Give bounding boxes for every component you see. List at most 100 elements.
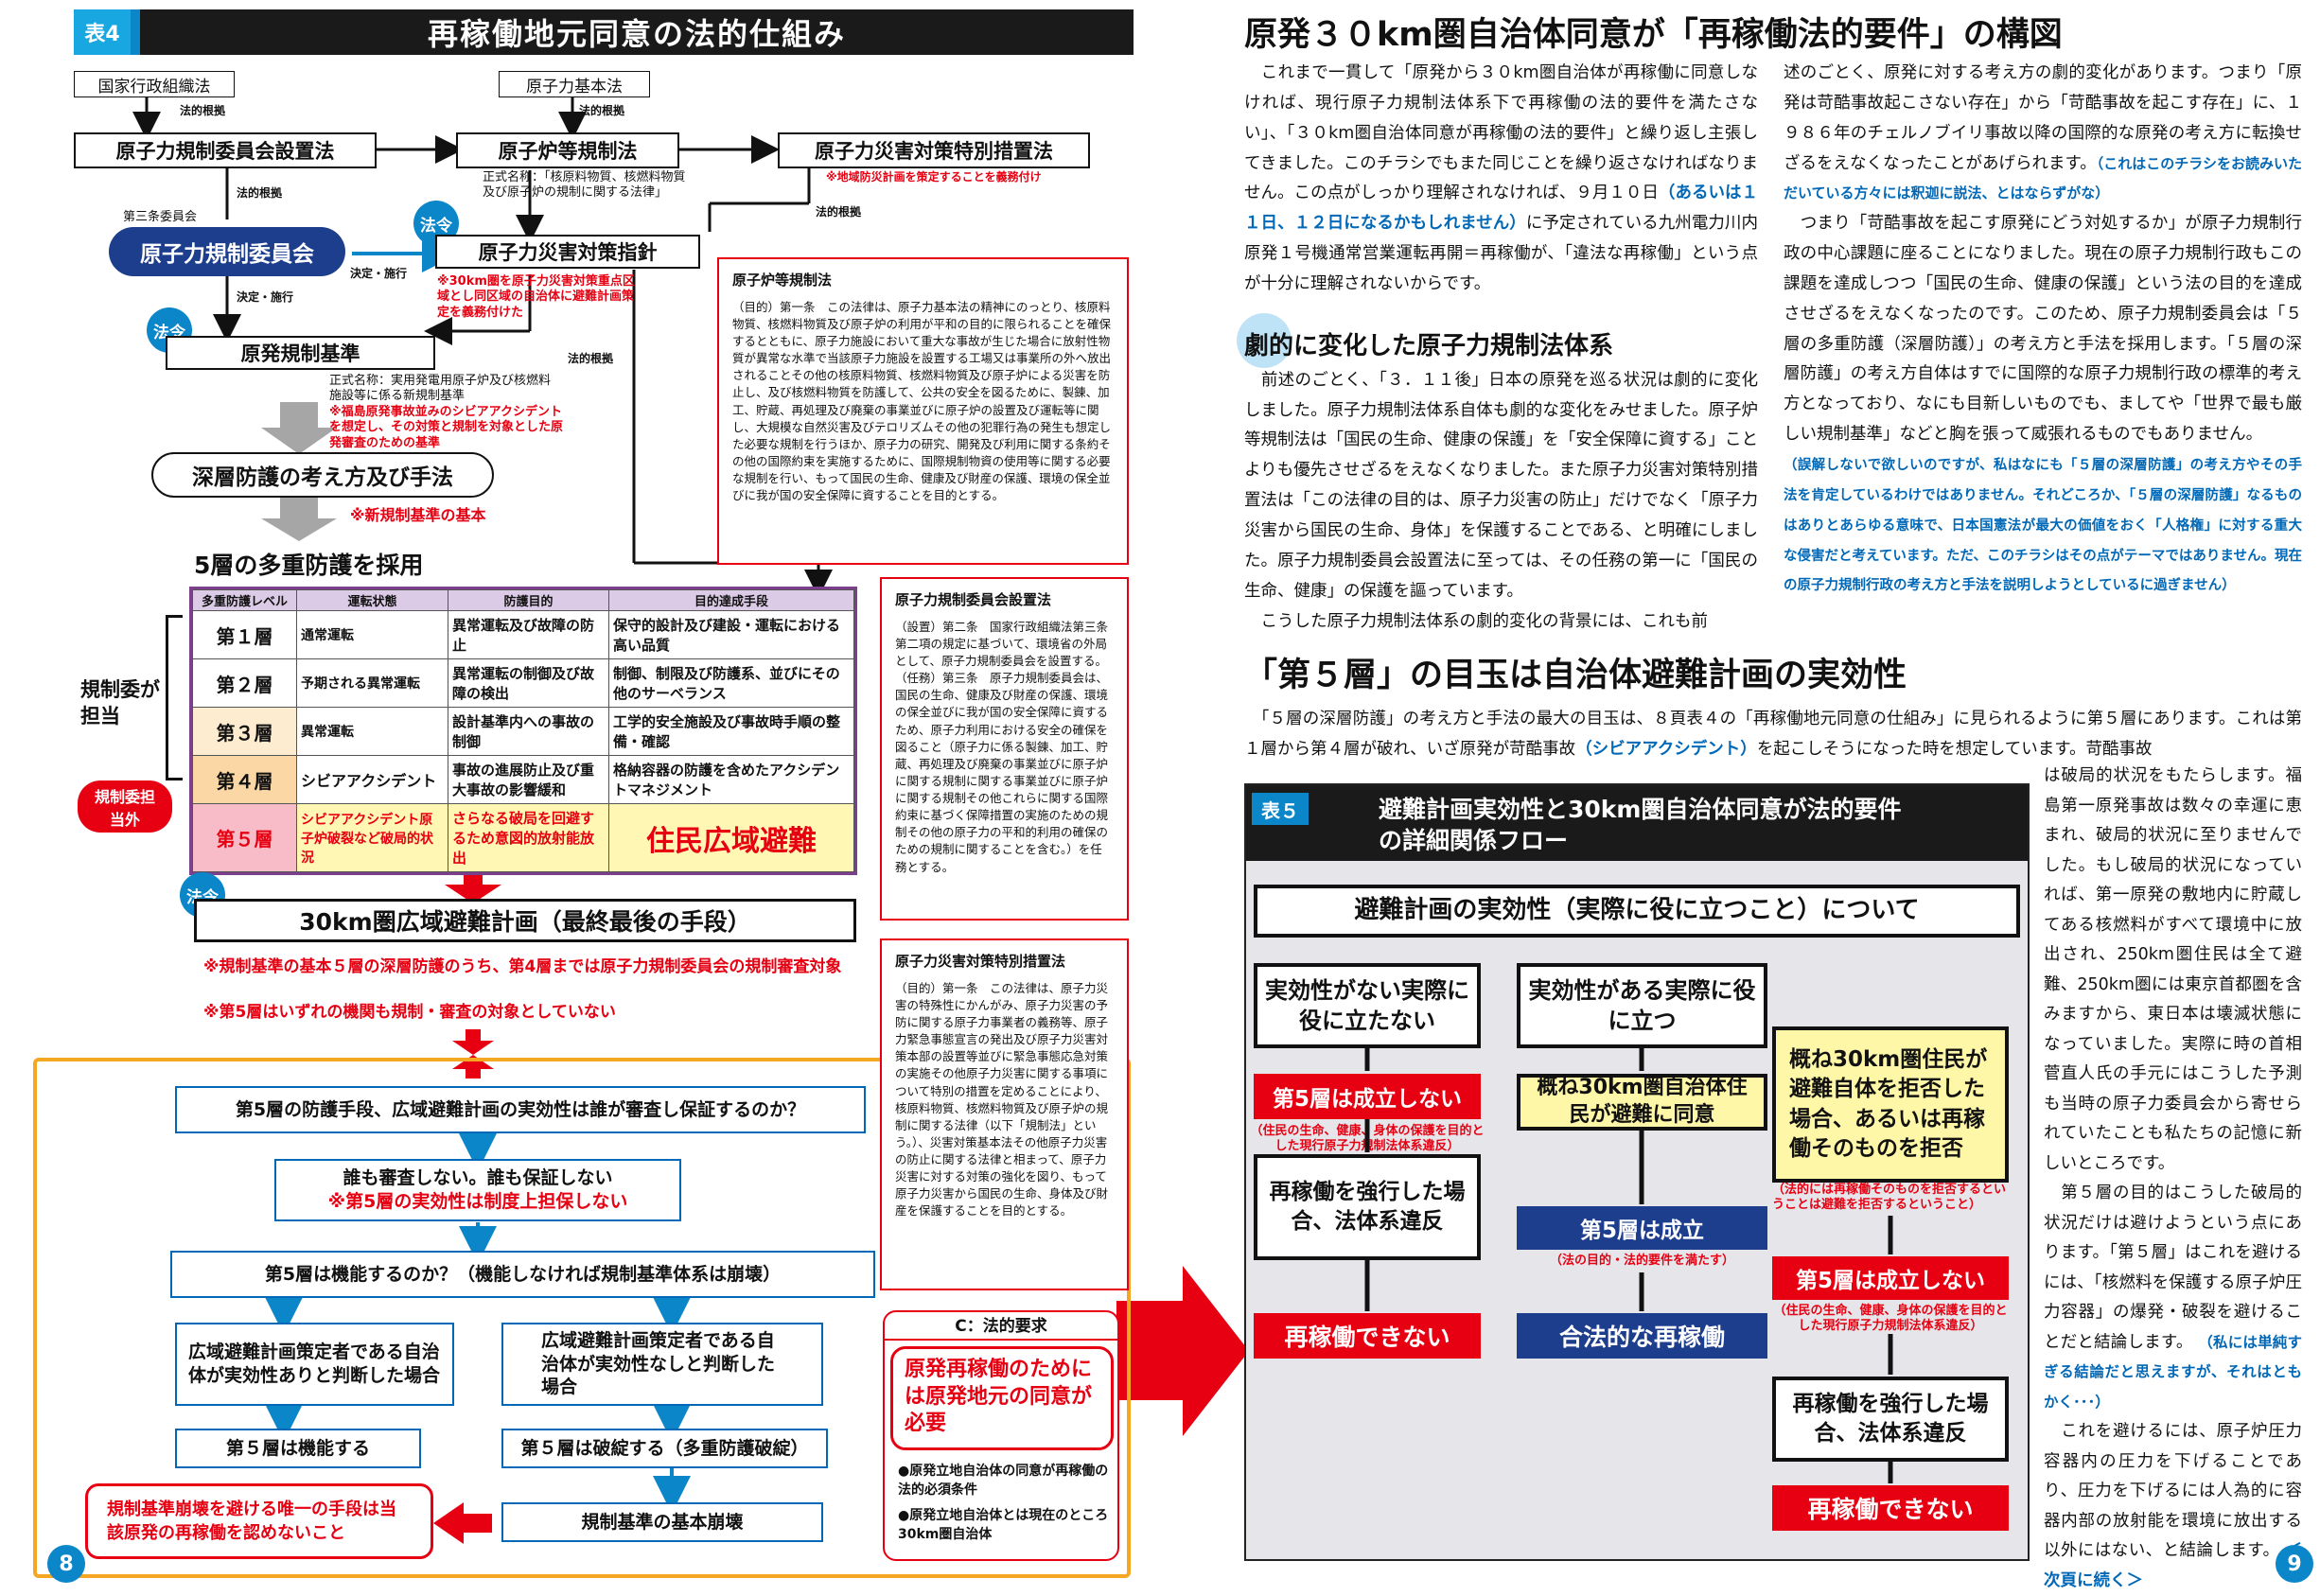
result-left: 第５層は機能する (175, 1429, 421, 1468)
basis-label-1: 法的根拠 (180, 104, 226, 117)
page-number-left: 8 (47, 1545, 85, 1583)
question-2: 第5層は機能するのか？（機能しなければ規制基準体系は崩壊） (170, 1251, 875, 1298)
commission-box: 原子力規制委員会 (109, 227, 345, 276)
depth-note: ※新規制基準の基本 (350, 506, 486, 524)
right-col2-text: 述のごとく、原発に対する考え方の劇的変化があります。つまり「原発は苛酷事故起こさ… (1784, 59, 2302, 636)
guideline-note: ※30km圏を原子力災害対策重点区域とし同区域の自治体に避難計画策定を義務付けた (437, 274, 635, 320)
layer-state: シビアアクシデント原子炉破裂など破局的状況 (296, 803, 448, 872)
branch-left: 広域避難計画策定者である自治体が実効性ありと判断した場合 (175, 1323, 454, 1406)
branch-right: 広域避難計画策定者である自治体が実効性なしと判断した場合 (501, 1323, 823, 1406)
layer-state: シビアアクシデント (296, 755, 448, 804)
standard-formal-name: 正式名称：実用発電用原子炉及び核燃料施設等に係る新規制基準 (329, 374, 552, 404)
flow-force-1: 再稼働を強行した場合、法体系違反 (1254, 1154, 1481, 1260)
p2b: こうした原子力規制法体系の劇的変化の背景には、これも前 (1244, 611, 1708, 631)
side-reactor-body: （目的）第一条 この法律は、原子力基本法の精神にのっとり、核原料物質、核燃料物質… (732, 299, 1112, 503)
basis-label-5: 法的根拠 (568, 352, 614, 365)
answer-1: 誰も審査しない。誰も保証しない ※第5層の実効性は制度上担保しない (274, 1159, 681, 1221)
col-means: 目的達成手段 (608, 589, 854, 611)
layer-purpose: 事故の進展防止及び重大事故の影響緩和 (448, 755, 609, 804)
p2: 前述のごとく、「３．１１後」日本の原発を巡る状況は劇的に変化しました。原子力規制… (1244, 370, 1758, 601)
right-title: 原発３０km圏自治体同意が「再稼働法的要件」の構図 (1244, 16, 2063, 54)
flow-cannot-1: 再稼働できない (1254, 1313, 1481, 1359)
basis-label-3: 法的根拠 (237, 186, 283, 200)
layer-purpose: 異常運転及び故障の防止 (448, 610, 609, 659)
flow-legal: 合法的な再稼働 (1517, 1313, 1767, 1359)
col2a-blue: （これはこのチラシをお読みいただいている方々には釈迦に説法、とはならずがな） (1784, 154, 2303, 202)
heading-circle (1237, 312, 1292, 368)
col-state: 運転状態 (296, 589, 448, 611)
p3-blue: （シビアアクシデント） (1575, 739, 1757, 759)
basis-label-4: 法的根拠 (816, 205, 862, 219)
layer-table-wrapper: 多重防護レベル 運転状態 防護目的 目的達成手段 第１層 通常運転 異常運転及び… (189, 587, 857, 875)
col-r2-blue: （私には単純すぎる結論だと思えますが、それはともかく･･･） (2044, 1333, 2302, 1411)
flow-refuse-note: （法的には再稼働そのものを拒否するということは避難を拒否するということ） (1772, 1183, 2007, 1213)
layer-means: 制御、制限及び防護系、並びにその他のサーベランス (608, 658, 854, 708)
law-atomic-basic: 原子力基本法 (499, 71, 650, 97)
p3b: を起こしそうになった時を想定しています。苛酷事故 (1756, 739, 2153, 759)
table5-tag: 表５ (1252, 793, 1309, 825)
layer-table: 多重防護レベル 運転状態 防護目的 目的達成手段 第１層 通常運転 異常運転及び… (192, 589, 854, 872)
side-disaster-body: （目的）第一条 この法律は、原子力災害の特殊性にかんがみ、原子力災害の予防に関す… (895, 980, 1109, 1219)
flow-no: 実効性がない実際に役に立たない (1254, 963, 1481, 1048)
table4-title-band: 再稼働地元同意の法的仕組み (140, 9, 1134, 55)
table-row: 第５層 シビアアクシデント原子炉破裂など破局的状況 さらなる破局を回避するため意… (192, 803, 854, 872)
side-disaster-law: 原子力災害対策特別措置法 （目的）第一条 この法律は、原子力災害の特殊性にかんが… (880, 938, 1129, 1290)
c-bullet-1: ●原発立地自治体の同意が再稼働の法的必須条件 (898, 1464, 1109, 1499)
page-number-right: 9 (2276, 1545, 2313, 1583)
box-commission-setup-law: 原子力規制委員会設置法 (74, 132, 377, 168)
law-national-admin: 国家行政組織法 (74, 71, 235, 97)
side-commission-law: 原子力規制委員会設置法 （設置）第二条 国家行政組織法第三条第二項の規定に基づい… (880, 577, 1129, 921)
table5-title: 避難計画実効性と30km圏自治体同意が法的要件の詳細関係フロー (1379, 796, 1902, 854)
question-1: 第5層の防護手段、広域避難計画の実効性は誰が審査し保証するのか？ (175, 1086, 866, 1133)
table4-tag: 表4 (74, 9, 131, 55)
table-row: 第４層 シビアアクシデント 事故の進展防止及び重大事故の影響緩和 格納容器の防護… (192, 755, 854, 804)
depth-defense-oval: 深層防護の考え方及び手法 (151, 452, 494, 498)
layer-name: 第４層 (192, 755, 297, 804)
table-row: 第３層 異常運転 設計基準内への事故の制御 工学的安全施設及び事故時手順の整備・… (192, 707, 854, 756)
regulated-brace (166, 615, 183, 780)
layer-means: 住民広域避難 (608, 803, 854, 872)
section-heading-2: 「第５層」の目玉は自治体避難計画の実効性 (1244, 657, 1907, 694)
side-reactor-law: 原子炉等規制法 （目的）第一条 この法律は、原子力基本法の精神にのっとり、核原料… (717, 257, 1129, 565)
flow-fail-1-note: （住民の生命、健康、身体の保護を目的とした現行原子力規制法体系違反） (1250, 1124, 1485, 1154)
c-main: 原発再稼働のためには原発地元の同意が必要 (890, 1346, 1114, 1450)
flow-yes: 実効性がある実際に役に立つ (1517, 963, 1767, 1048)
disaster-plan-note: ※地域防災計画を策定することを義務付け (826, 170, 1042, 184)
col-level: 多重防護レベル (192, 589, 297, 611)
layer-means: 格納容器の防護を含めたアクシデントマネジメント (608, 755, 854, 804)
basis-label-2: 法的根拠 (579, 104, 625, 117)
heading-1-text: 劇的に変化した原子力規制法体系 (1244, 331, 1614, 360)
table4-header: 表4 再稼働地元同意の法的仕組み (74, 9, 1134, 55)
side-reactor-title: 原子炉等規制法 (732, 272, 833, 289)
flow-ok-note: （法の目的・法的要件を満たす） (1549, 1254, 1734, 1268)
flow-fail-2: 第5層は成立しない (1772, 1256, 2009, 1300)
layer-name: 第３層 (192, 707, 297, 756)
table5-header (1246, 785, 2028, 861)
side-commission-title: 原子力規制委員会設置法 (895, 591, 1052, 608)
side-commission-body: （設置）第二条 国家行政組織法第三条第二項の規定に基づいて、環境省の外局として、… (895, 619, 1109, 874)
flow-ok: 第5層は成立 (1517, 1206, 1767, 1250)
orange-frame (33, 1058, 1131, 1578)
table4-title: 再稼働地元同意の法的仕組み (427, 16, 846, 52)
evac-note-1: ※規制基準の基本５層の深層防護のうち、第4層までは原子力規制委員会の規制審査対象 (203, 957, 842, 976)
p1b: に予定されている九州電力川内原発１号機通常営業運転再開＝再稼働が、「違法な再稼働… (1244, 214, 1758, 293)
flow-cannot-2: 再稼働できない (1772, 1485, 2009, 1531)
layer-table-header: 多重防護レベル 運転状態 防護目的 目的達成手段 (192, 589, 854, 611)
layer-purpose: 異常運転の制御及び故障の検出 (448, 658, 609, 708)
legal-requirement-panel: C：法的要求 原発再稼働のためには原発地元の同意が必要 ●原発立地自治体の同意が… (883, 1310, 1119, 1561)
box-guideline: 原子力災害対策指針 (435, 235, 700, 269)
flow-refuse: 概ね30km圏住民が避難自体を拒否した場合、あるいは再稼働そのものを拒否 (1772, 1026, 2009, 1183)
layer-purpose: さらなる破局を回避するため意図的放射能放出 (448, 803, 609, 872)
standard-note: ※福島原発事故並みのシビアアクシデントを想定し、その対策と規制を対象とした原発審… (329, 405, 564, 450)
col-r: は破局的状況をもたらします。福島第一原発事故は数々の幸運に恵まれ、破局的状況に至… (2044, 766, 2302, 1173)
box-disaster-special-law: 原子力災害対策特別措置法 (778, 132, 1090, 168)
p3-block: 「５層の深層防護」の考え方と手法の最大の目玉は、８頁表４の「再稼働地元同意の仕組… (1244, 705, 2302, 771)
col2b: つまり「苛酷事故を起こす原発にどう対処するか」が原子力規制行政の中心課題に座るこ… (1784, 214, 2302, 445)
box-evac30: 30km圏広域避難計画（最終最後の手段） (194, 899, 856, 942)
col-r2: 第５層の目的はこうした破局的状況だけは避けようという点にあります。「第５層」はこ… (2044, 1184, 2302, 1352)
right-col1-text: これまで一貫して「原発から３０km圏自治体が再稼働に同意しなければ、現行原子力規… (1237, 59, 1759, 636)
col-purpose: 防護目的 (448, 589, 609, 611)
p1-blue: （あるいは１１日、１２日になるかもしれません） (1244, 184, 1759, 234)
layer-name: 第１層 (192, 610, 297, 659)
flow-force-2: 再稼働を強行した場合、法体系違反 (1772, 1377, 2009, 1462)
